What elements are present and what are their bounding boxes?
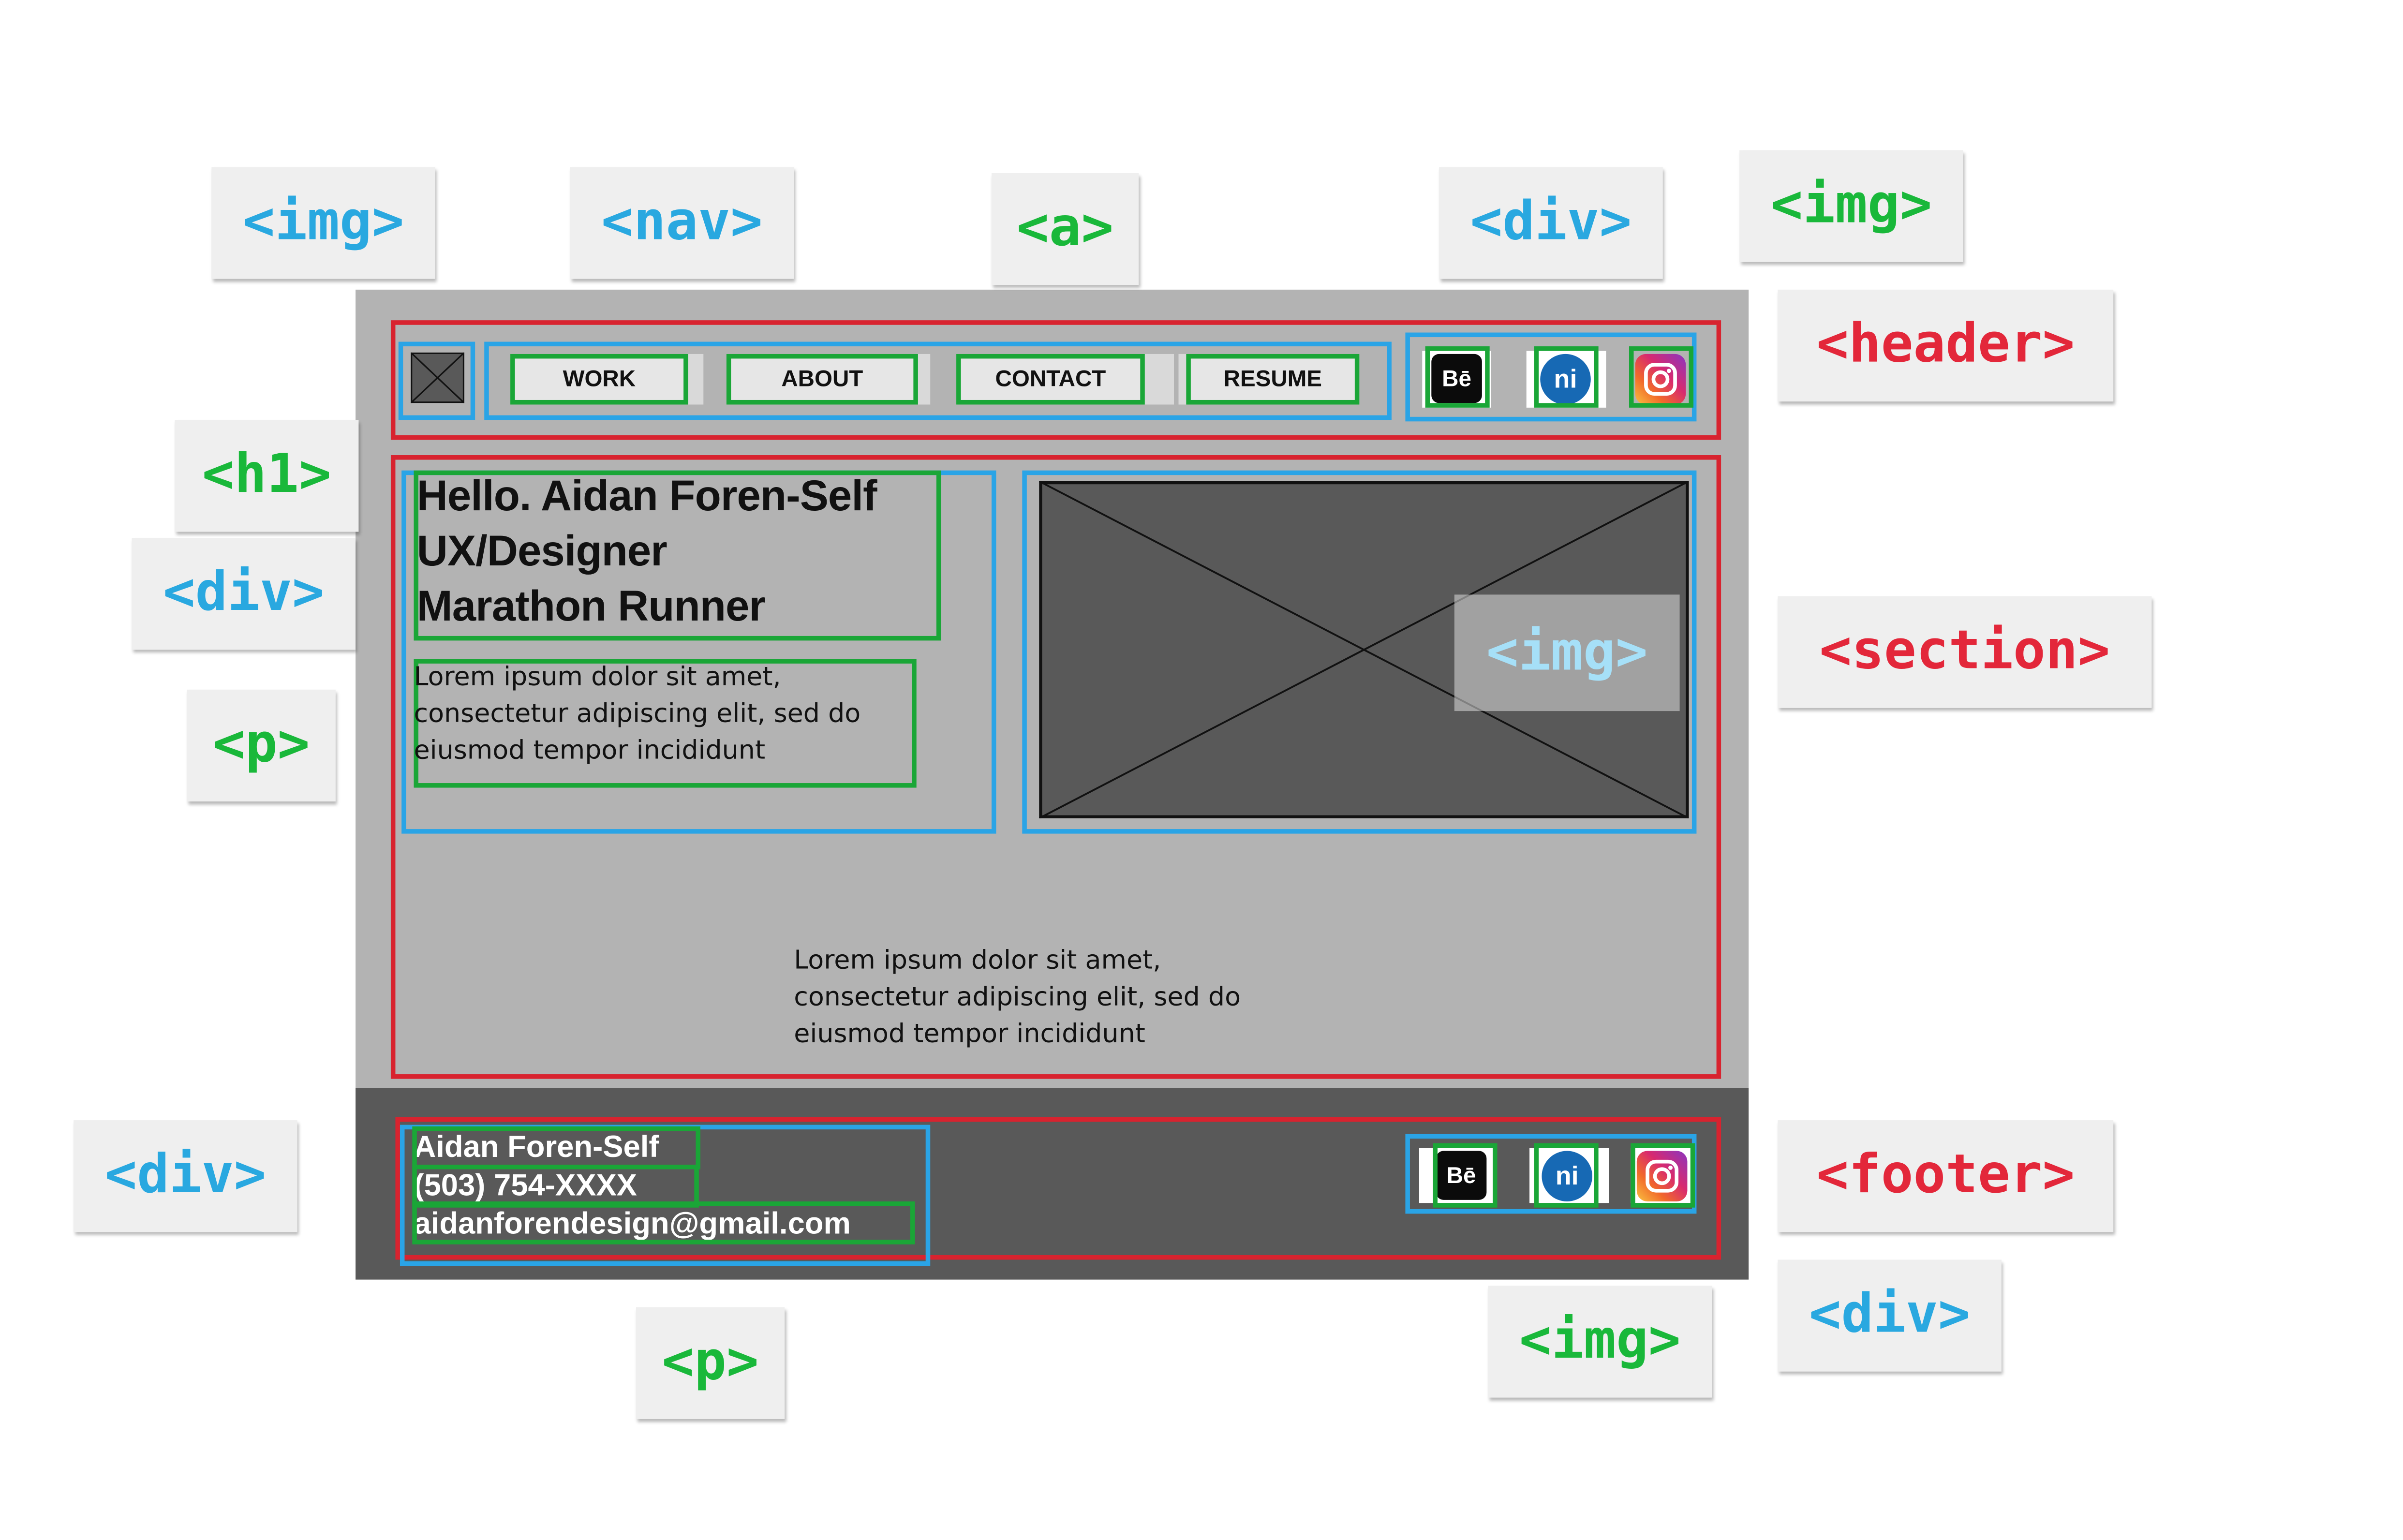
- nav-item-contact-label: CONTACT: [995, 366, 1106, 393]
- header-social-container: [1405, 332, 1697, 422]
- footer-behance-icon-label: Bē: [1446, 1162, 1476, 1189]
- section-body-line-1: Lorem ipsum dolor sit amet,: [794, 945, 1161, 977]
- tag-h1: <h1>: [175, 420, 359, 532]
- nav-item-about[interactable]: ABOUT: [726, 354, 918, 405]
- hero-heading-line-1: Hello. Aidan Foren-Self: [416, 472, 877, 520]
- header-outline: [390, 320, 1721, 440]
- footer-instagram-glyph-icon: [1646, 1159, 1679, 1193]
- nav-item-contact[interactable]: CONTACT: [956, 354, 1145, 405]
- tag-section: <section>: [1778, 596, 2152, 708]
- tag-p-footer: <p>: [636, 1307, 785, 1419]
- section-outline: [390, 455, 1721, 1079]
- hero-heading-line-2: UX/Designer: [416, 527, 668, 575]
- tag-img-hero: <img>: [1454, 594, 1680, 711]
- footer-ni-icon[interactable]: ni: [1542, 1151, 1592, 1202]
- hero-image-container: [1022, 470, 1697, 834]
- instagram-icon[interactable]: [1635, 354, 1686, 405]
- logo-placeholder-icon: [411, 352, 465, 403]
- hero-heading-line-3: Marathon Runner: [416, 582, 766, 630]
- section-body-line-3: eiusmod tempor incididunt: [794, 1019, 1145, 1050]
- ni-icon-label: ni: [1554, 364, 1577, 393]
- nav-container: [484, 341, 1392, 420]
- tag-div-hero: <div>: [132, 538, 356, 650]
- tag-nav: <nav>: [570, 167, 794, 279]
- tag-header: <header>: [1778, 289, 2114, 402]
- footer-contact: Aidan Foren-Self (503) 754-XXXX aidanfor…: [414, 1129, 850, 1244]
- footer-outline: [395, 1117, 1721, 1260]
- tag-div-footer-social: <div>: [1778, 1259, 2002, 1372]
- footer-phone: (503) 754-XXXX: [414, 1169, 637, 1203]
- tag-a: <a>: [991, 173, 1139, 285]
- instagram-glyph-icon: [1644, 363, 1677, 396]
- tag-img-logo: <img>: [211, 167, 435, 279]
- footer-ni-icon-label: ni: [1555, 1161, 1579, 1190]
- behance-icon-label: Bē: [1442, 365, 1471, 392]
- footer-ni-outline: [1534, 1143, 1599, 1208]
- nav-tab-work: [685, 354, 704, 405]
- nav-item-about-label: ABOUT: [781, 366, 863, 393]
- hero-intro-line-1: Lorem ipsum dolor sit amet,: [414, 662, 781, 693]
- p-outline: [414, 659, 917, 788]
- footer-email-link[interactable]: aidanforendesign@gmail.com: [414, 1207, 851, 1242]
- tag-p-hero: <p>: [187, 689, 336, 802]
- hero-heading: Hello. Aidan Foren-Self UX/Designer Mara…: [417, 469, 877, 635]
- nav-item-work-label: WORK: [563, 366, 636, 393]
- hero-intro-line-3: eiusmod tempor incididunt: [414, 735, 766, 767]
- footer-behance-outline: [1433, 1143, 1498, 1208]
- footer-name: Aidan Foren-Self: [414, 1131, 659, 1165]
- section-body-line-2: consectetur adipiscing elit, sed do: [794, 982, 1241, 1013]
- hero-intro-line-2: consectetur adipiscing elit, sed do: [414, 698, 861, 730]
- logo-container: [398, 341, 475, 420]
- section-body: Lorem ipsum dolor sit amet, consectetur …: [794, 943, 1241, 1053]
- footer-instagram-outline: [1631, 1143, 1695, 1208]
- ni-link-outline: [1534, 346, 1599, 408]
- tag-div-footer: <div>: [74, 1120, 297, 1232]
- nav-tab-contact: [1143, 354, 1174, 405]
- tag-img-social: <img>: [1739, 150, 1963, 262]
- footer-name-outline: [412, 1126, 700, 1170]
- ni-icon[interactable]: ni: [1540, 354, 1591, 405]
- nav-item-resume-label: RESUME: [1223, 366, 1322, 393]
- nav-item-work[interactable]: WORK: [510, 354, 688, 405]
- tag-div-social: <div>: [1439, 167, 1663, 279]
- behance-link-outline: [1425, 346, 1490, 408]
- nav-tab-resume: [1178, 354, 1188, 405]
- tag-img-footer: <img>: [1488, 1286, 1712, 1398]
- footer-email-outline: [412, 1201, 915, 1244]
- h1-outline: [414, 470, 941, 641]
- hero-intro: Lorem ipsum dolor sit amet, consectetur …: [414, 659, 860, 769]
- nav-item-resume[interactable]: RESUME: [1186, 354, 1360, 405]
- instagram-link-outline: [1629, 346, 1694, 408]
- footer-behance-icon[interactable]: Bē: [1436, 1151, 1487, 1200]
- behance-icon[interactable]: Bē: [1431, 354, 1482, 403]
- footer-instagram-icon[interactable]: [1636, 1151, 1688, 1202]
- tag-footer: <footer>: [1778, 1120, 2114, 1232]
